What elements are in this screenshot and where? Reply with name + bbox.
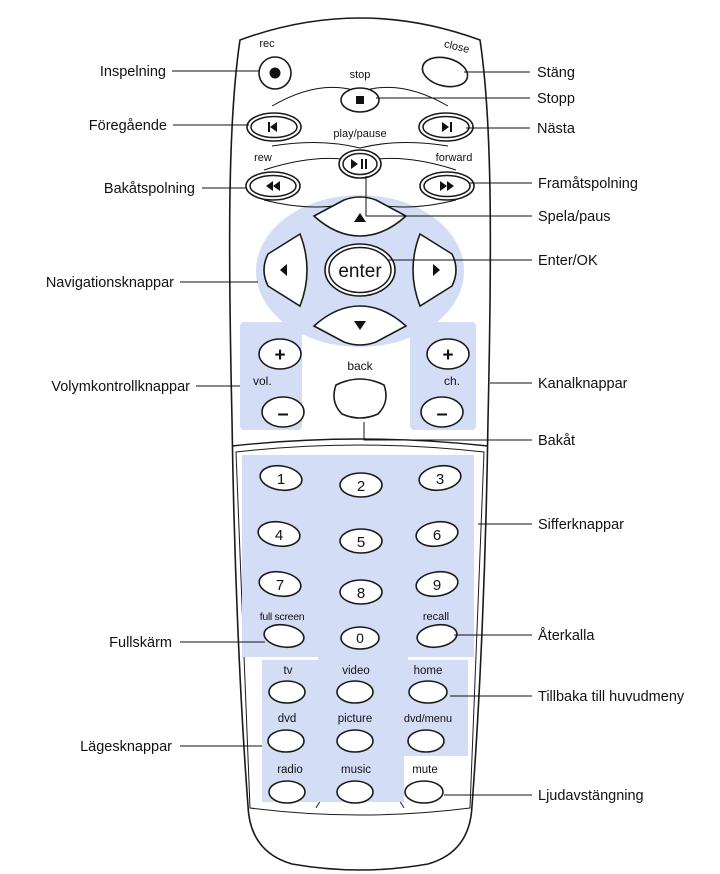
home-button[interactable] <box>409 681 447 703</box>
callout-sifferknappar: Sifferknappar <box>538 517 624 533</box>
radio-button[interactable] <box>269 781 305 803</box>
stop-icon <box>356 96 364 104</box>
callout-navigationsknappar: Navigationsknappar <box>46 275 174 291</box>
dvd-menu-label: dvd/menu <box>404 713 452 725</box>
video-label: video <box>342 665 370 677</box>
callouts-left: Inspelning Föregående Bakåtspolning Navi… <box>46 64 195 755</box>
digit-4-label: 4 <box>275 527 283 544</box>
callout-ljudavstangning: Ljudavstängning <box>538 788 644 804</box>
digit-5-label: 5 <box>357 534 365 551</box>
rec-label: rec <box>259 38 275 50</box>
recall-label: recall <box>423 611 449 623</box>
callout-stopp: Stopp <box>537 91 575 107</box>
callout-aterkalla: Återkalla <box>538 627 595 644</box>
callout-stang: Stäng <box>537 65 575 81</box>
ch-label: ch. <box>444 374 460 388</box>
tv-label: tv <box>284 665 293 677</box>
callout-tillbaka: Tillbaka till huvudmeny <box>538 689 685 705</box>
callout-inspelning: Inspelning <box>100 64 166 80</box>
mode-buttons: tv video home dvd picture dvd/menu radio… <box>268 665 452 803</box>
digit-7-label: 7 <box>276 577 284 594</box>
picture-label: picture <box>338 713 373 725</box>
back-button[interactable] <box>334 379 386 418</box>
record-icon <box>270 68 281 79</box>
back-label: back <box>347 359 373 373</box>
dvd-button[interactable] <box>268 730 304 752</box>
home-label: home <box>414 665 443 677</box>
dvd-menu-button[interactable] <box>408 730 444 752</box>
dvd-label: dvd <box>278 713 297 725</box>
play-pause-label: play/pause <box>333 128 386 140</box>
plus-icon: + <box>274 345 285 366</box>
digit-8-label: 8 <box>357 585 365 602</box>
mute-button[interactable] <box>405 781 443 803</box>
callout-foregaende: Föregående <box>89 118 167 134</box>
forward-label: forward <box>436 152 473 164</box>
callout-kanalknappar: Kanalknappar <box>538 376 628 392</box>
music-label: music <box>341 764 371 776</box>
digit-1-label: 1 <box>277 471 285 488</box>
radio-label: radio <box>277 764 303 776</box>
rew-label: rew <box>254 152 272 164</box>
digit-2-label: 2 <box>357 478 365 495</box>
digit-3-label: 3 <box>436 471 444 488</box>
callout-bakat: Bakåt <box>538 433 575 449</box>
callouts-right: Stäng Stopp Nästa Framåtspolning Spela/p… <box>537 65 685 804</box>
callout-lagesknappar: Lägesknappar <box>80 739 172 755</box>
digit-9-label: 9 <box>433 577 441 594</box>
mute-label: mute <box>412 764 438 776</box>
callout-fullskarm: Fullskärm <box>109 635 172 651</box>
plus-icon: + <box>442 345 453 366</box>
minus-icon: – <box>436 403 447 425</box>
full-screen-label: full screen <box>260 611 305 623</box>
digit-0-label: 0 <box>356 630 364 646</box>
callout-volymkontroll: Volymkontrollknappar <box>51 379 190 395</box>
minus-icon: – <box>277 403 288 425</box>
callout-nasta: Nästa <box>537 121 576 137</box>
digit-6-label: 6 <box>433 527 441 544</box>
picture-button[interactable] <box>337 730 373 752</box>
callout-enter-ok: Enter/OK <box>538 253 598 269</box>
callout-framatspolning: Framåtspolning <box>538 176 638 192</box>
music-button[interactable] <box>337 781 373 803</box>
vol-label: vol. <box>253 374 272 388</box>
video-button[interactable] <box>337 681 373 703</box>
enter-label: enter <box>338 261 382 282</box>
tv-button[interactable] <box>269 681 305 703</box>
callout-spela-paus: Spela/paus <box>538 209 611 225</box>
callout-bakatspolning: Bakåtspolning <box>104 181 195 197</box>
stop-label: stop <box>350 69 371 81</box>
